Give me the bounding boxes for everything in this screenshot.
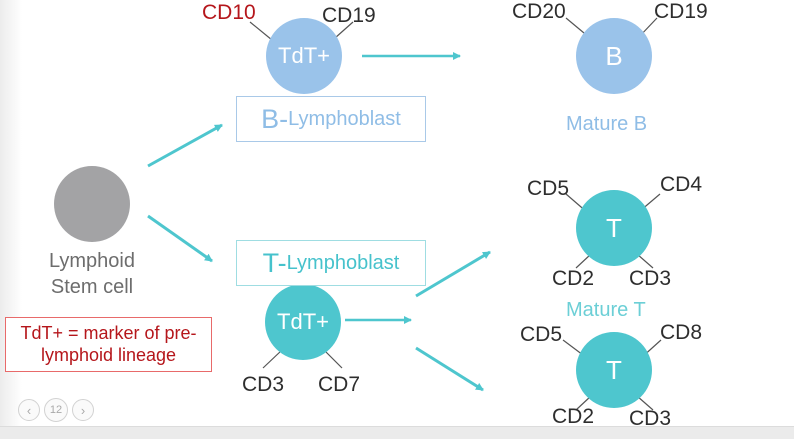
mature-b-label: B — [605, 40, 623, 71]
marker-cd7: CD7 — [318, 373, 361, 396]
t-lymphoblast-text: Lymphoblast — [286, 251, 400, 274]
stem-cell-circle — [54, 166, 130, 242]
b-lymphoblast-tdt-label: TdT+ — [278, 43, 330, 68]
marker-t2-cd5: CD5 — [520, 323, 563, 346]
b-lymphoblast-circle — [266, 18, 342, 94]
mature-b-caption: Mature B — [566, 113, 648, 135]
tdt-note-line1: TdT+ = marker of pre- — [20, 323, 197, 343]
marker-cd10: CD10 — [202, 1, 256, 24]
t-lymphoblast-letter: T- — [262, 247, 287, 278]
b-lymphoblast-text: Lymphoblast — [288, 107, 401, 130]
marker-t2-cd2: CD2 — [552, 405, 595, 428]
page-number: 12 — [44, 398, 68, 422]
marker-t1-cd2: CD2 — [552, 267, 595, 290]
bottom-scrollbar[interactable] — [0, 426, 794, 439]
marker-t1-cd5: CD5 — [527, 177, 570, 200]
arrow-t-to-cd8 — [415, 346, 484, 392]
spoke-cd7 — [323, 349, 343, 369]
spoke-cd3 — [262, 349, 283, 369]
marker-t1-cd4: CD4 — [660, 173, 703, 196]
marker-t2-cd3: CD3 — [629, 407, 672, 430]
tdt-note-box: TdT+ = marker of pre- lymphoid lineage — [5, 317, 212, 372]
marker-cd19: CD19 — [322, 4, 376, 27]
arrow-stem-to-b — [147, 123, 223, 168]
spoke-t1-cd3 — [636, 253, 654, 269]
mature-t-cd4-circle — [576, 190, 652, 266]
marker-t2-cd8: CD8 — [660, 321, 703, 344]
chevron-right-icon[interactable]: › — [72, 399, 94, 421]
stem-cell-label: Lymphoid Stem cell — [22, 248, 162, 300]
slide-pager: ‹ 12 › — [18, 398, 94, 422]
mature-b-circle — [576, 18, 652, 94]
b-lymphoblast-box: B-Lymphoblast — [236, 96, 426, 142]
marker-cd3: CD3 — [242, 373, 285, 396]
marker-cd20: CD20 — [512, 0, 566, 23]
mature-t-caption: Mature T — [566, 299, 646, 321]
mature-t-cd8-circle — [576, 332, 652, 408]
spoke-t2-cd3 — [636, 395, 654, 411]
tdt-note-line2: lymphoid lineage — [40, 345, 177, 365]
marker-t1-cd3: CD3 — [629, 267, 672, 290]
arrow-t-to-cd4 — [415, 250, 491, 298]
spoke-t2-cd2 — [575, 395, 592, 411]
mature-t-cd8-label: T — [606, 354, 622, 385]
t-lymphoblast-tdt-label: TdT+ — [277, 309, 329, 334]
t-lymphoblast-box: T-Lymphoblast — [236, 240, 426, 286]
spoke-cd19 — [334, 21, 354, 39]
t-lymphoblast-circle — [265, 284, 341, 360]
chevron-left-icon[interactable]: ‹ — [18, 399, 40, 421]
stem-cell-label-line1: Lymphoid — [49, 250, 135, 272]
marker-mature-cd19: CD19 — [654, 0, 708, 23]
mature-t-cd4-label: T — [606, 212, 622, 243]
stem-cell-label-line2: Stem cell — [50, 276, 134, 298]
spoke-cd10 — [249, 21, 273, 41]
arrow-stem-to-t — [147, 214, 213, 263]
b-lymphoblast-letter: B- — [261, 103, 289, 134]
spoke-t1-cd2 — [575, 253, 592, 269]
